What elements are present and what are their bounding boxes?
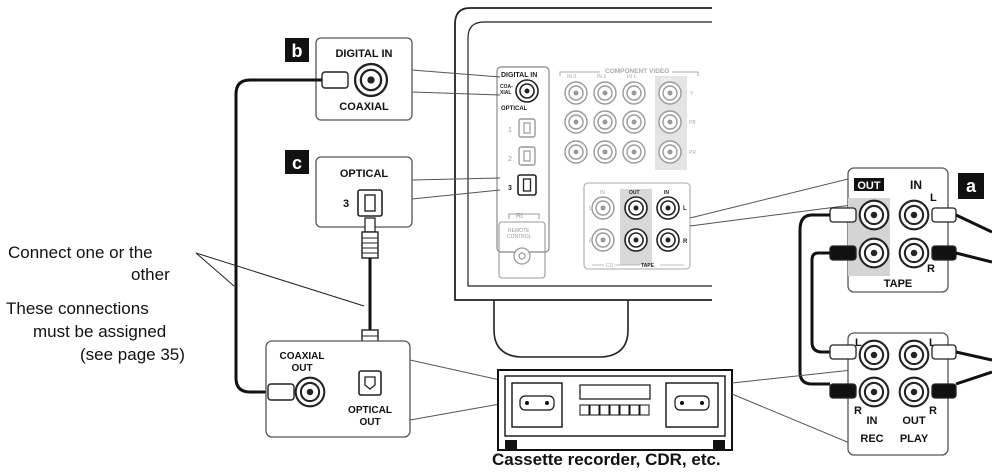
callout-a-r: R [927,263,935,275]
callout-b: b DIGITAL IN COAXIAL [285,37,501,121]
panel-tape-out: OUT [629,190,640,196]
cv-col-out: OUT [661,78,672,84]
panel-ri-label: RI [516,213,523,220]
panel-component-video-label: COMPONENT VIDEO [605,68,669,75]
rca-cables [798,213,992,386]
callout-b-title: DIGITAL IN [335,48,392,60]
rec-rca-r-left: R [854,405,862,417]
panel-tape-label: TAPE [641,263,655,269]
rec-rca-in: IN [867,415,878,427]
rec-rca-l-right: L [929,337,936,349]
rec-rca-rec: REC [860,433,883,445]
connect-note-line1: Connect one or the [8,243,153,262]
panel-cd-label: CD [606,263,614,269]
panel-optical-num-1: 1 [508,127,512,134]
cv-col-in1: IN 1 [627,74,636,80]
panel-coaxial-label-2: XIAL [500,90,511,96]
assign-note-line3: (see page 35) [80,345,185,364]
rec-rca-r-right: R [929,405,937,417]
panel-coaxial-label-1: COA- [500,84,513,90]
recorder-digital-outputs: COAXIAL OUT OPTICAL OUT [265,340,501,438]
callout-c-title: OPTICAL [340,168,389,180]
callout-c-optical-jack [357,189,383,217]
panel-tape-r: R [683,239,688,245]
connect-note-line2: other [131,265,170,284]
optical-out-label-2: OUT [359,417,380,428]
receiver-back-panel: DIGITAL IN COA- XIAL OPTICAL 1 2 3 RI [454,7,712,358]
cv-col-in2: IN 2 [597,74,606,80]
cv-row-y: Y [690,91,694,97]
panel-optical-3-jack [517,174,537,196]
callout-c: c OPTICAL 3 [285,150,501,228]
panel-cd-in: IN [600,190,605,196]
marker-c: c [292,153,302,173]
marker-b: b [292,41,303,61]
remote-control-jack: RI REMOTE CONTROL [498,213,546,279]
optical-out-jack [358,370,382,396]
recorder-caption: Cassette recorder, CDR, etc. [492,450,721,469]
panel-optical-num-2: 2 [508,156,512,163]
rec-rca-l-left: L [855,337,862,349]
panel-digital-in-label: DIGITAL IN [501,72,537,79]
assign-note-line2: must be assigned [33,322,167,341]
callout-a-in: IN [910,178,922,192]
coaxial-out-label-1: COAXIAL [280,351,325,362]
panel-optical-num-3: 3 [508,185,512,192]
marker-a: a [966,176,977,196]
cv-col-in3: IN 3 [567,74,576,80]
coaxial-out-label-2: OUT [291,363,312,374]
callout-c-num: 3 [343,198,349,210]
rec-rca-play: PLAY [900,433,929,445]
callout-a: a OUT IN L R TAPE [689,167,984,293]
assign-note-line1: These connections [6,299,149,318]
panel-tape-l: L [683,206,687,212]
component-video-block: COMPONENT VIDEO IN 3 IN 2 IN 1 OUT Y PB … [559,68,699,170]
panel-cd-l: L [589,206,593,212]
rec-rca-out: OUT [902,415,926,427]
panel-tape-in: IN [664,190,669,196]
panel-control-label: CONTROL [507,234,532,240]
recorder-rca-callout: L L R R IN OUT REC PLAY [731,332,957,456]
callout-a-tape: TAPE [884,278,913,290]
callout-a-l: L [930,192,937,204]
optical-out-label-1: OPTICAL [348,405,392,416]
cv-row-pr: PR [689,150,696,156]
cv-row-pb: PB [689,120,696,126]
cassette-recorder [497,369,733,451]
panel-remote-label: REMOTE [508,228,530,234]
callout-a-out: OUT [857,180,881,192]
panel-optical-label: OPTICAL [501,106,528,112]
callout-b-sub: COAXIAL [339,101,389,113]
